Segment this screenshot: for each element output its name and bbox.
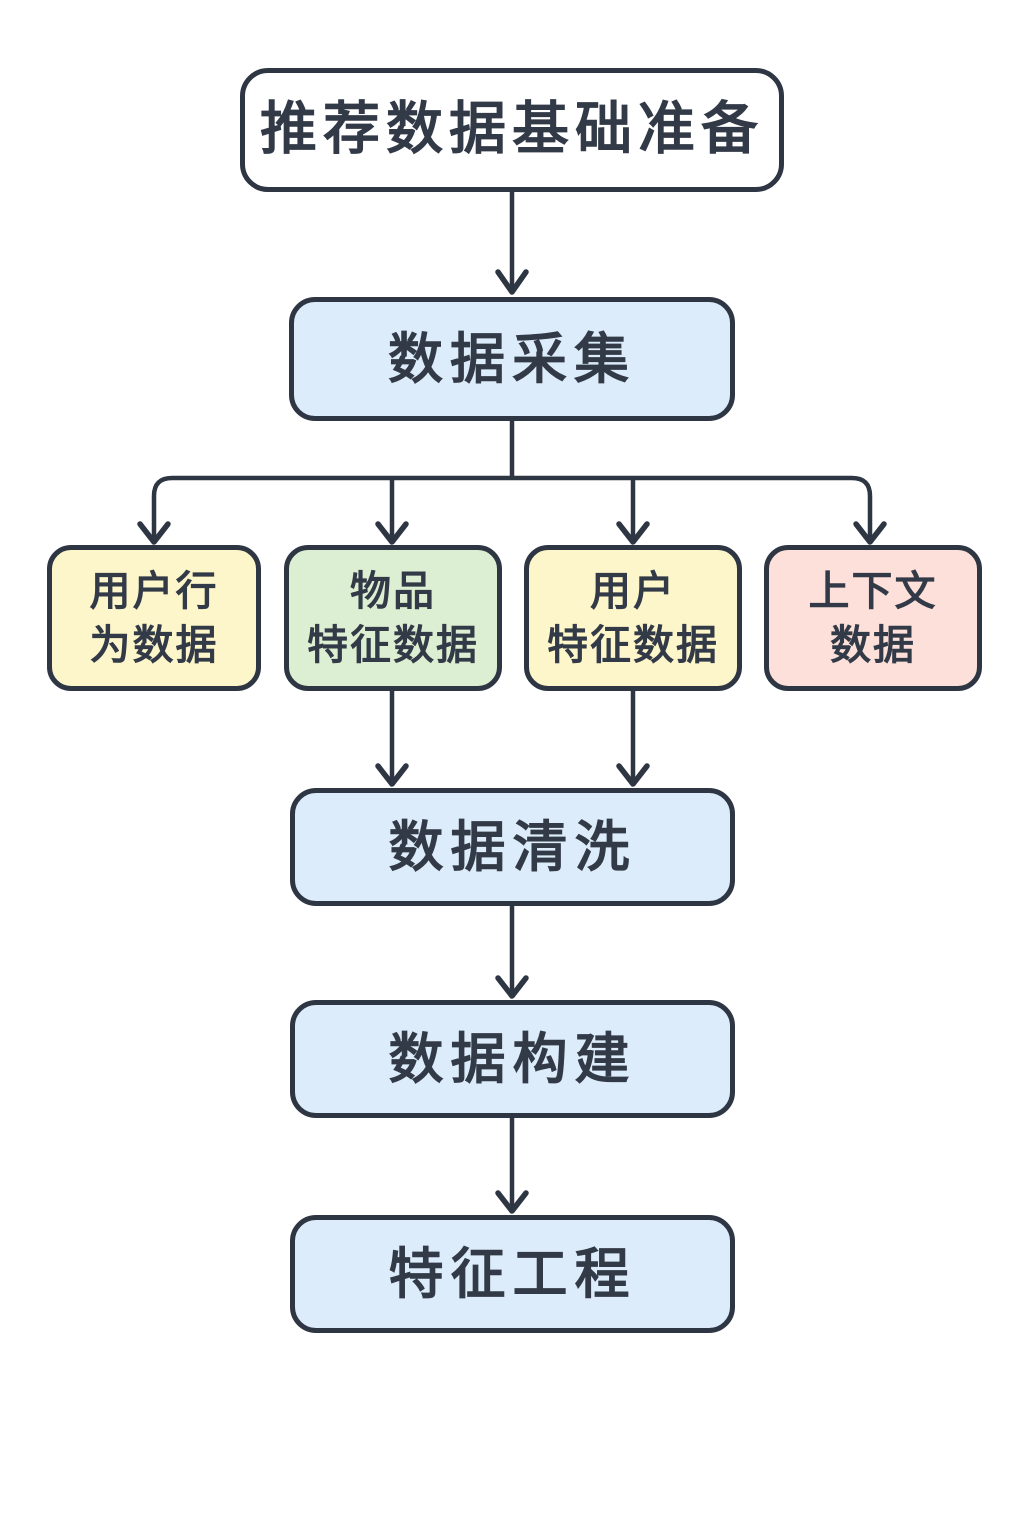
arrowhead-clean-left bbox=[375, 763, 409, 787]
node-data-cleaning-label: 数据清洗 bbox=[388, 815, 637, 878]
arrowhead-context bbox=[853, 521, 887, 545]
node-data-collection: 数据采集 bbox=[289, 297, 735, 421]
arrowhead-feature-eng bbox=[495, 1190, 529, 1214]
arrowhead-build bbox=[495, 975, 529, 999]
node-data-construction: 数据构建 bbox=[290, 1000, 735, 1118]
node-user-feature-data: 用户 特征数据 bbox=[524, 545, 742, 691]
node-data-collection-label: 数据采集 bbox=[387, 327, 636, 390]
node-item-feature-data: 物品 特征数据 bbox=[284, 545, 502, 691]
arrowhead-item-feature bbox=[375, 521, 409, 545]
arrowhead-clean-right bbox=[616, 763, 650, 787]
node-feature-engineering-label: 特征工程 bbox=[388, 1242, 637, 1305]
node-user-behavior-data: 用户行 为数据 bbox=[47, 545, 261, 691]
edge-collect-branches bbox=[151, 418, 873, 542]
node-context-data: 上下文 数据 bbox=[764, 545, 982, 691]
node-user-feature-data-label: 用户 特征数据 bbox=[547, 567, 719, 668]
node-context-data-label: 上下文 数据 bbox=[808, 567, 938, 668]
arrowhead-user-behavior bbox=[137, 521, 171, 545]
node-user-behavior-data-label: 用户行 为数据 bbox=[89, 567, 219, 668]
node-data-construction-label: 数据构建 bbox=[388, 1027, 637, 1090]
node-item-feature-data-label: 物品 特征数据 bbox=[307, 567, 479, 668]
node-data-cleaning: 数据清洗 bbox=[290, 788, 735, 906]
arrowhead-collect bbox=[495, 269, 529, 295]
node-root: 推荐数据基础准备 bbox=[240, 68, 784, 192]
node-feature-engineering: 特征工程 bbox=[290, 1215, 735, 1333]
arrowhead-user-feature bbox=[616, 521, 650, 545]
node-root-label: 推荐数据基础准备 bbox=[260, 97, 764, 162]
